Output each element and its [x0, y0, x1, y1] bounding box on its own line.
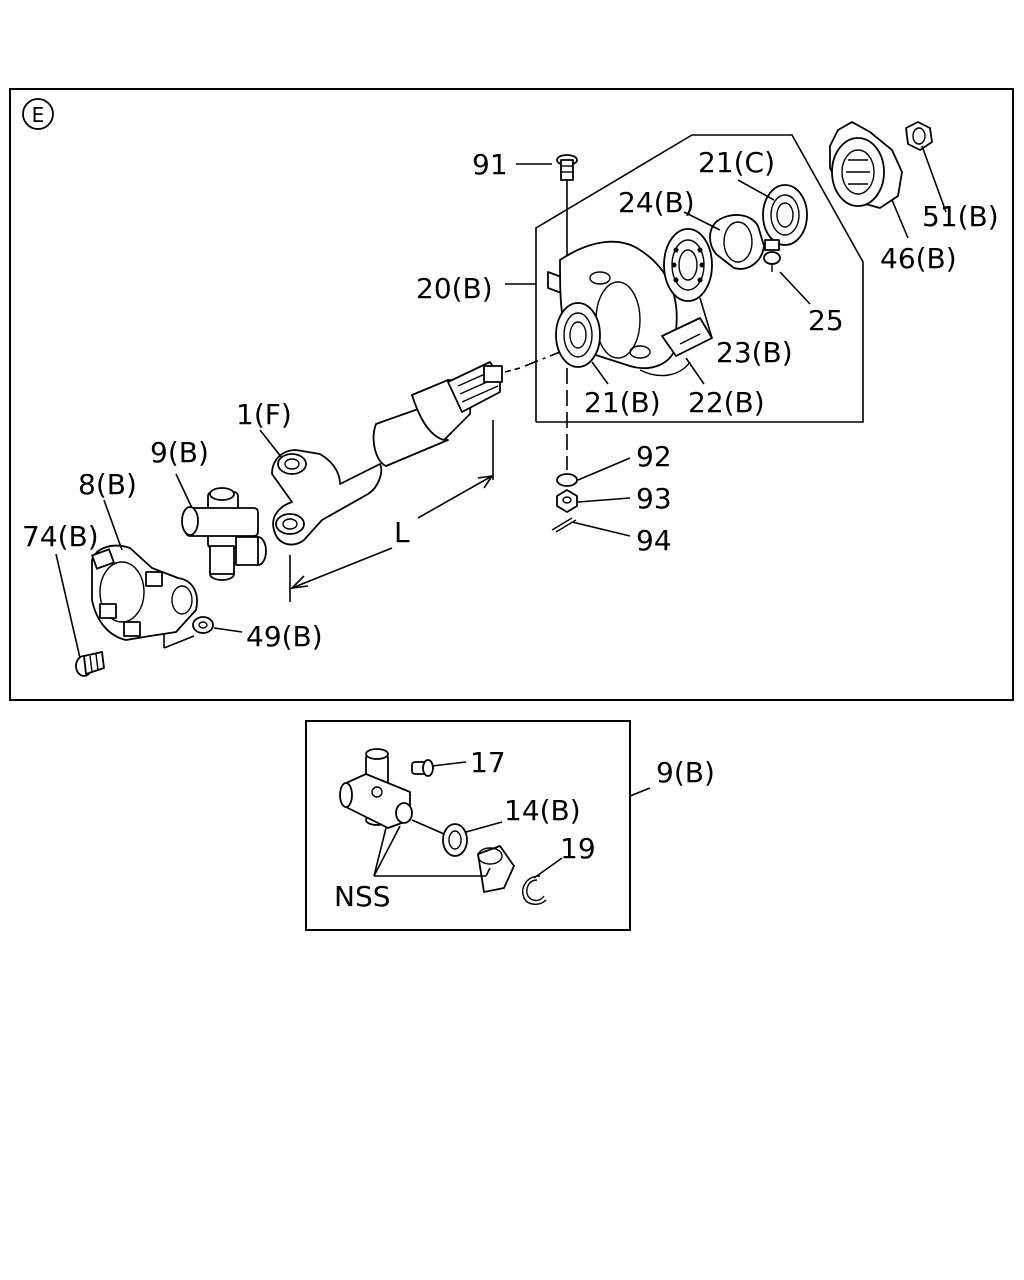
- flange-8b: [91, 544, 198, 641]
- callout-21c: 21(C): [698, 146, 775, 179]
- dimension-l: [163, 420, 494, 649]
- callout-8b: 8(B): [78, 468, 137, 501]
- detail-callouts: 17 14(B) 19 NSS 9(B): [334, 746, 715, 913]
- callout-49b: 49(B): [246, 620, 323, 653]
- callout-92: 92: [636, 440, 672, 473]
- dimension-l-label: L: [394, 516, 410, 549]
- section-marker: E: [22, 98, 54, 130]
- detail-title-9b: 9(B): [656, 756, 715, 789]
- callout-20b: 20(B): [416, 272, 493, 305]
- seal-21c: [762, 184, 808, 246]
- main-callouts: 91 21(C) 24(B) 20(B) 51(B) 46(B) 25 23(B…: [22, 146, 999, 653]
- detail-seal-14b: [442, 823, 468, 857]
- washer-92: [556, 473, 578, 487]
- callout-25: 25: [808, 304, 844, 337]
- nipple-25: [763, 239, 781, 272]
- nut-49b: [192, 616, 214, 634]
- nut-51b: [905, 121, 933, 151]
- bearing-23b: [663, 228, 713, 302]
- spider-9b: [181, 487, 267, 581]
- main-panel: E: [9, 88, 1014, 701]
- detail-panel-frame: [305, 720, 631, 931]
- nut-93: [556, 489, 578, 513]
- callout-91: 91: [472, 148, 508, 181]
- main-panel-frame: [9, 88, 1014, 701]
- detail-spider: [339, 748, 413, 829]
- callout-46b: 46(B): [880, 242, 957, 275]
- callout-74b: 74(B): [22, 520, 99, 553]
- cushion-22b: [639, 361, 691, 377]
- callout-1f: 1(F): [236, 398, 292, 431]
- leader-lines: [55, 145, 947, 659]
- cotter-pin-94: [551, 517, 577, 533]
- callout-24b: 24(B): [618, 186, 695, 219]
- nss-label: NSS: [334, 880, 391, 913]
- detail-leaders: [373, 761, 651, 879]
- callout-22b: 22(B): [688, 386, 765, 419]
- callout-17: 17: [470, 746, 506, 779]
- callout-93: 93: [636, 482, 672, 515]
- callout-14b: 14(B): [504, 794, 581, 827]
- callout-19: 19: [560, 832, 596, 865]
- callout-9b: 9(B): [150, 436, 209, 469]
- seal-21b: [555, 302, 601, 368]
- callout-23b: 23(B): [716, 336, 793, 369]
- detail-panel-9b: 17 14(B) 19 NSS 9(B): [305, 720, 715, 931]
- detail-nipple-17: [411, 759, 434, 777]
- flange-46b: [829, 121, 903, 209]
- detail-cup: [477, 845, 515, 893]
- callout-94: 94: [636, 524, 672, 557]
- callout-51b: 51(B): [922, 200, 999, 233]
- detail-snap-ring-19: [522, 875, 547, 905]
- center-bearing-group-outline: [535, 134, 864, 423]
- section-marker-label: E: [32, 103, 45, 127]
- slinger-24b: [709, 214, 765, 270]
- callout-21b: 21(B): [584, 386, 661, 419]
- bolt-74b: [75, 651, 105, 677]
- propeller-shaft: [372, 351, 561, 467]
- yoke-1f: [271, 449, 383, 546]
